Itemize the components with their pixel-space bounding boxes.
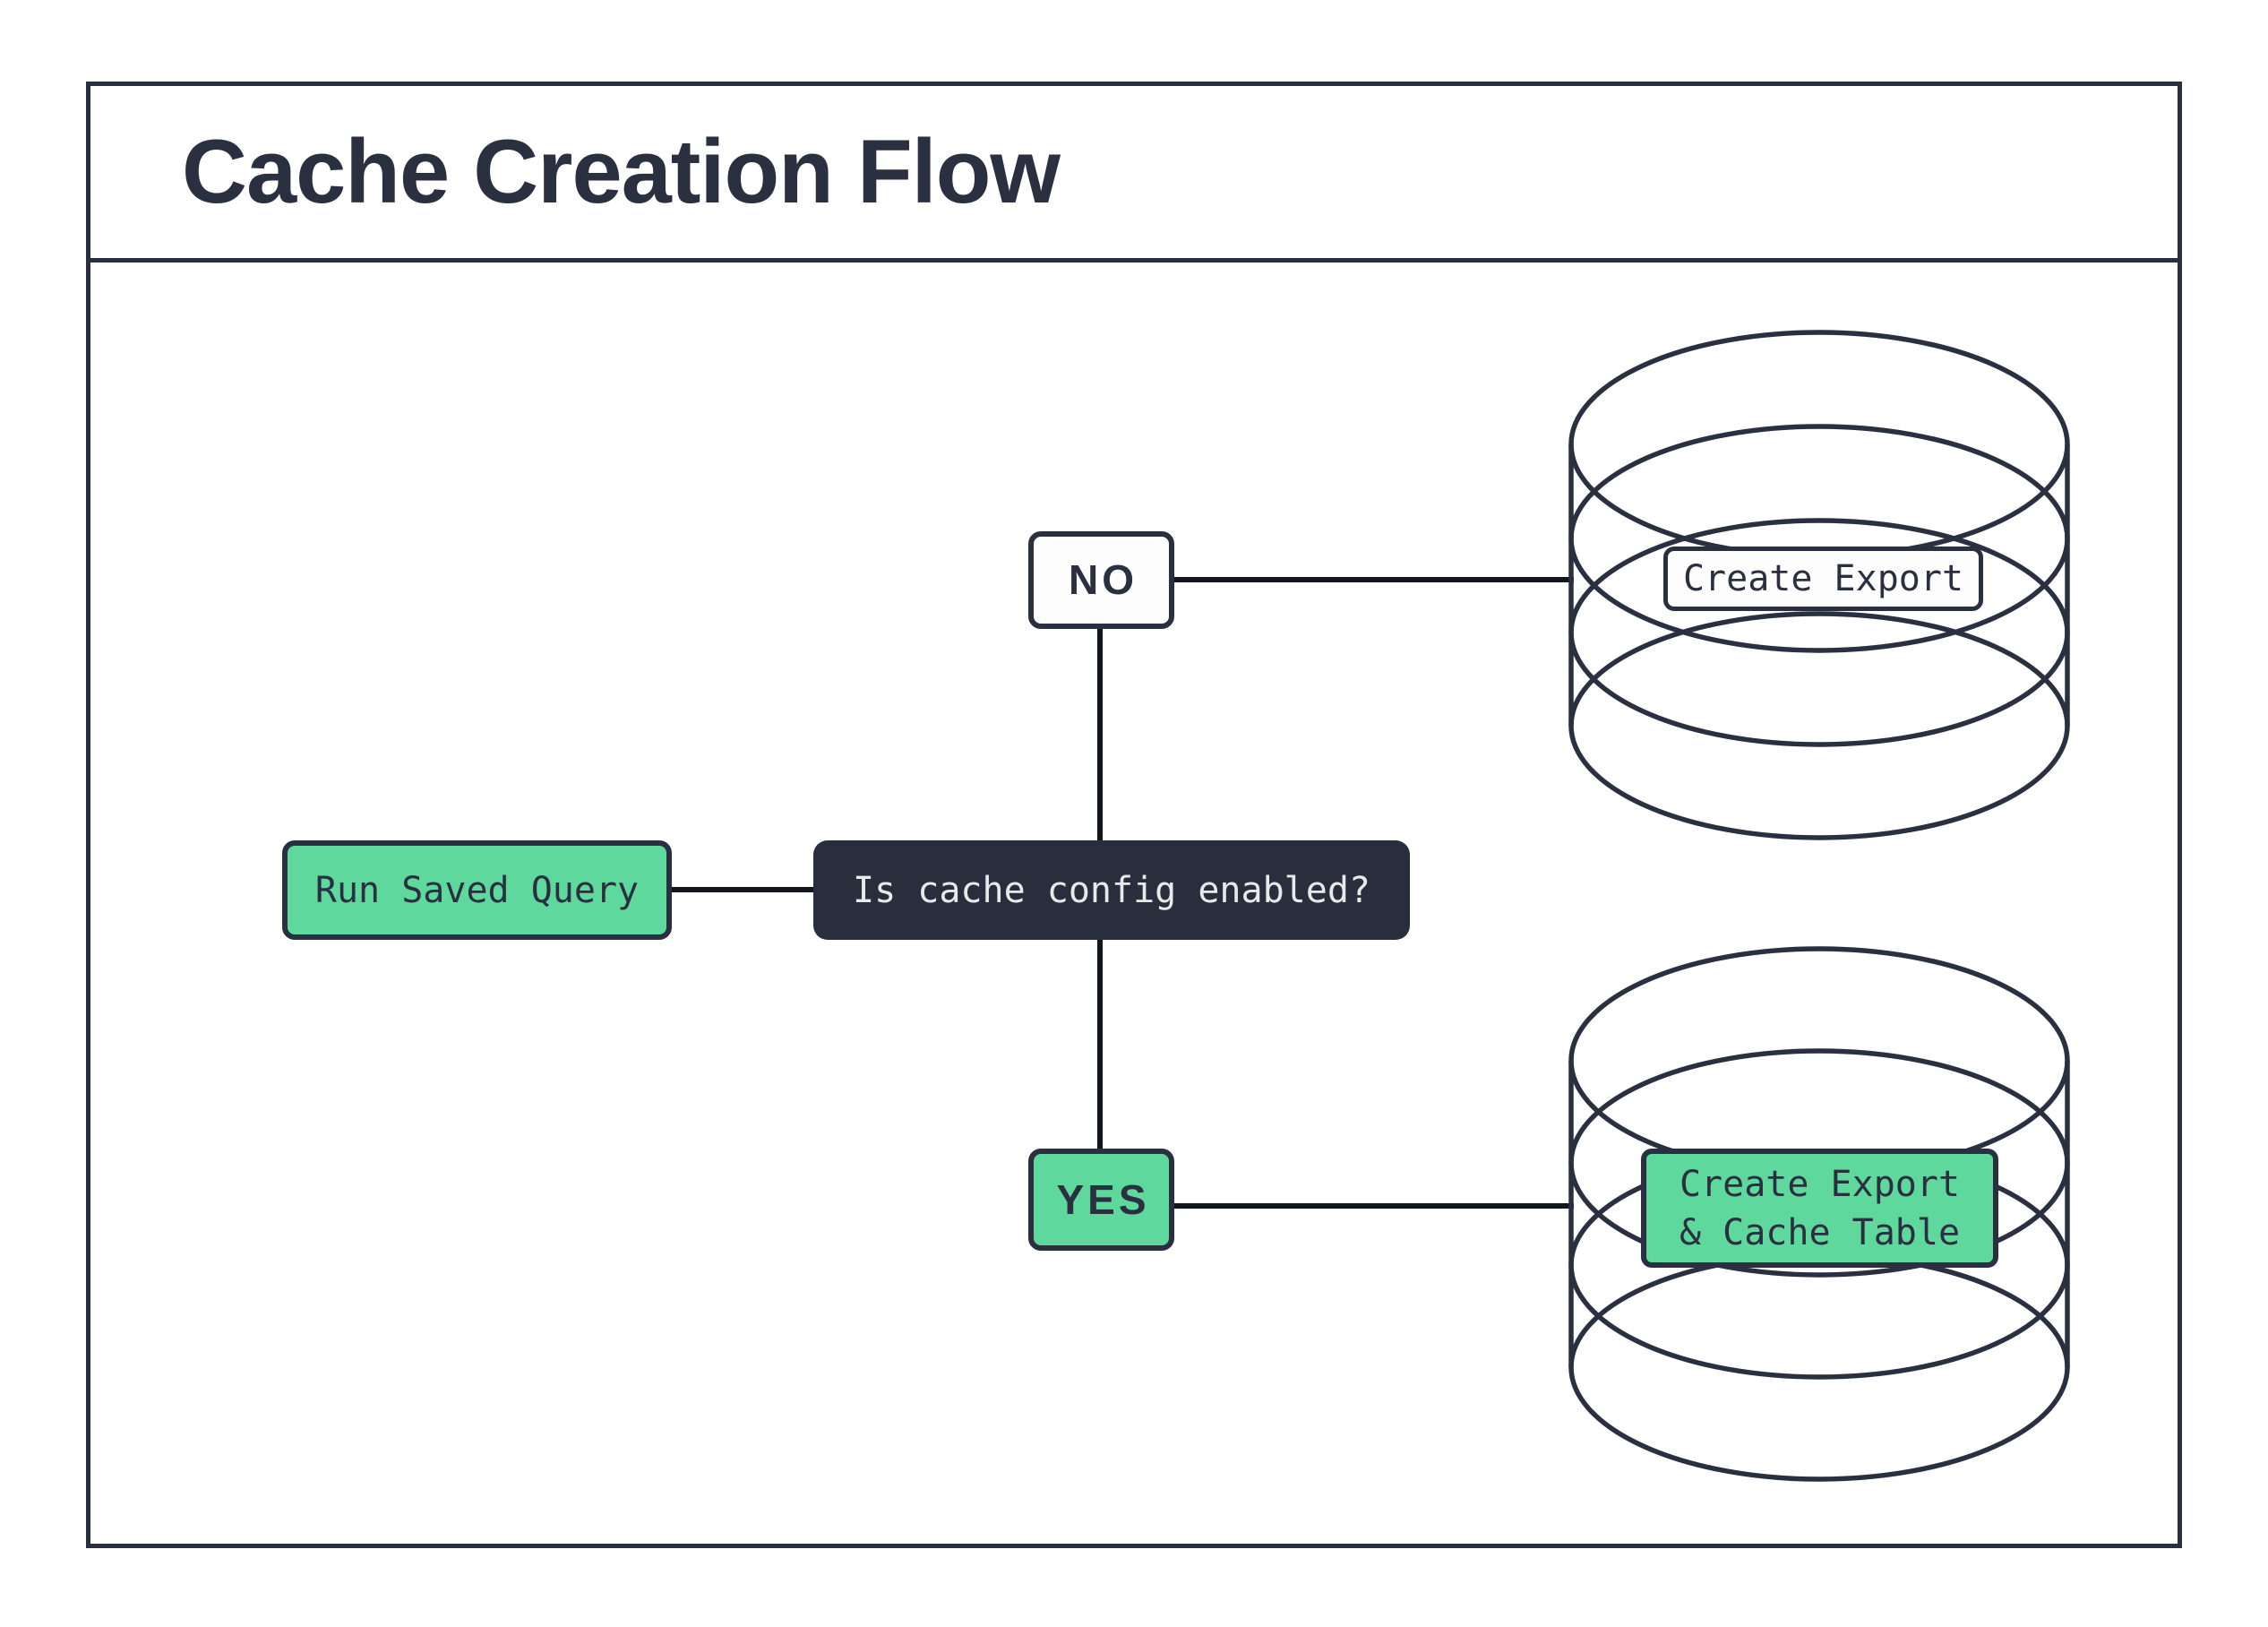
start-node-label: Run Saved Query bbox=[314, 869, 640, 911]
outcome-node-create-export-cache-table: Create Export & Cache Table bbox=[1641, 1149, 1998, 1268]
title-bar: Cache Creation Flow bbox=[90, 86, 2178, 263]
branch-node-no: NO bbox=[1028, 531, 1174, 629]
database-icon bbox=[1568, 946, 2070, 1482]
branch-node-yes: YES bbox=[1028, 1149, 1174, 1251]
decision-node-cache-config: Is cache config enabled? bbox=[813, 840, 1410, 940]
decision-node-label: Is cache config enabled? bbox=[853, 869, 1370, 911]
create-export-label: Create Export bbox=[1682, 558, 1964, 599]
create-export-cache-label-line2: & Cache Table bbox=[1679, 1211, 1961, 1253]
page-title: Cache Creation Flow bbox=[182, 121, 1061, 222]
outcome-node-create-export: Create Export bbox=[1663, 547, 1983, 611]
branch-no-label: NO bbox=[1069, 556, 1138, 604]
database-icon bbox=[1568, 330, 2070, 840]
diagram-frame: Cache Creation Flow bbox=[86, 82, 2182, 1548]
create-export-cache-label-line1: Create Export bbox=[1679, 1163, 1961, 1205]
branch-yes-label: YES bbox=[1056, 1175, 1150, 1223]
start-node-run-saved-query: Run Saved Query bbox=[282, 840, 672, 940]
